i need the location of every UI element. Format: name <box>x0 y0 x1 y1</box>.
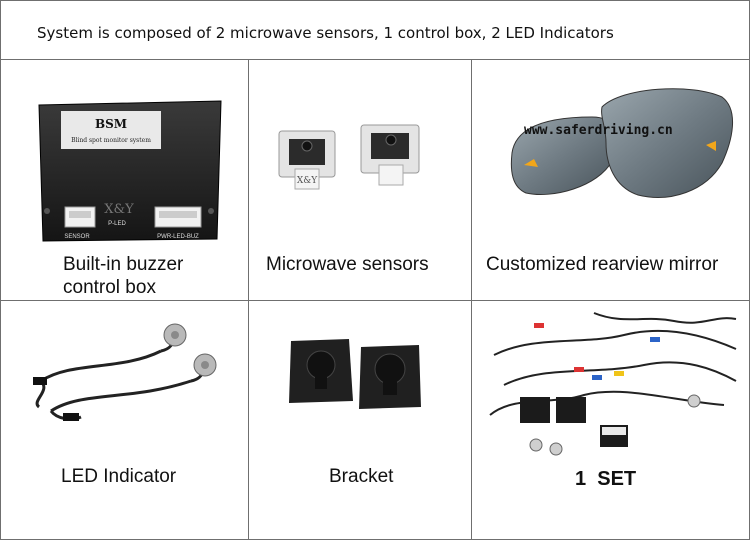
port-label-pwr: PWR-LED-BUZ <box>157 234 199 240</box>
mirror-right <box>601 88 734 198</box>
cell-control-box: BSM Blind spot monitor system SENSOR P-L… <box>1 61 248 300</box>
box-title: BSM <box>95 117 127 131</box>
full-set-image <box>489 312 737 456</box>
rearview-mirror-caption: Customized rearview mirror <box>486 254 719 275</box>
bracket-image <box>289 339 421 409</box>
led-indicator-image <box>33 323 217 421</box>
microwave-sensors-caption: Microwave sensors <box>266 254 429 275</box>
cell-rearview-mirror: www.saferdriving.cn Customized rearview … <box>472 61 749 300</box>
control-box-caption-line1: Built-in buzzer <box>63 254 184 275</box>
box-watermark: X&Y <box>104 202 134 217</box>
port-label-pled: P-LED <box>108 221 126 227</box>
led-indicator-caption: LED Indicator <box>61 466 177 487</box>
full-set-caption: 1 SET <box>575 468 637 490</box>
rearview-mirror-image <box>510 88 734 198</box>
cell-led-indicator: LED Indicator <box>1 301 248 539</box>
header-banner: System is composed of 2 microwave sensor… <box>1 1 749 60</box>
grid-divider <box>471 60 472 539</box>
control-box-image: BSM Blind spot monitor system SENSOR P-L… <box>38 100 222 242</box>
cell-bracket: Bracket <box>249 301 471 539</box>
microwave-sensors-image: X&Y <box>278 124 420 190</box>
cell-microwave-sensors: X&Y Microwave sensors <box>249 61 471 300</box>
port-label-sensor: SENSOR <box>64 234 90 240</box>
grid-divider <box>248 60 249 539</box>
website-url: www.saferdriving.cn <box>524 123 673 138</box>
sensor-watermark: X&Y <box>297 176 318 186</box>
box-subtitle: Blind spot monitor system <box>71 137 151 144</box>
header-text: System is composed of 2 microwave sensor… <box>37 24 614 42</box>
cell-full-set: 1 SET <box>472 301 749 539</box>
bracket-caption: Bracket <box>329 466 394 487</box>
grid-divider <box>1 300 749 301</box>
control-box-caption-line2: control box <box>63 277 156 298</box>
control-box-caption: Built-in buzzer control box <box>63 253 183 299</box>
